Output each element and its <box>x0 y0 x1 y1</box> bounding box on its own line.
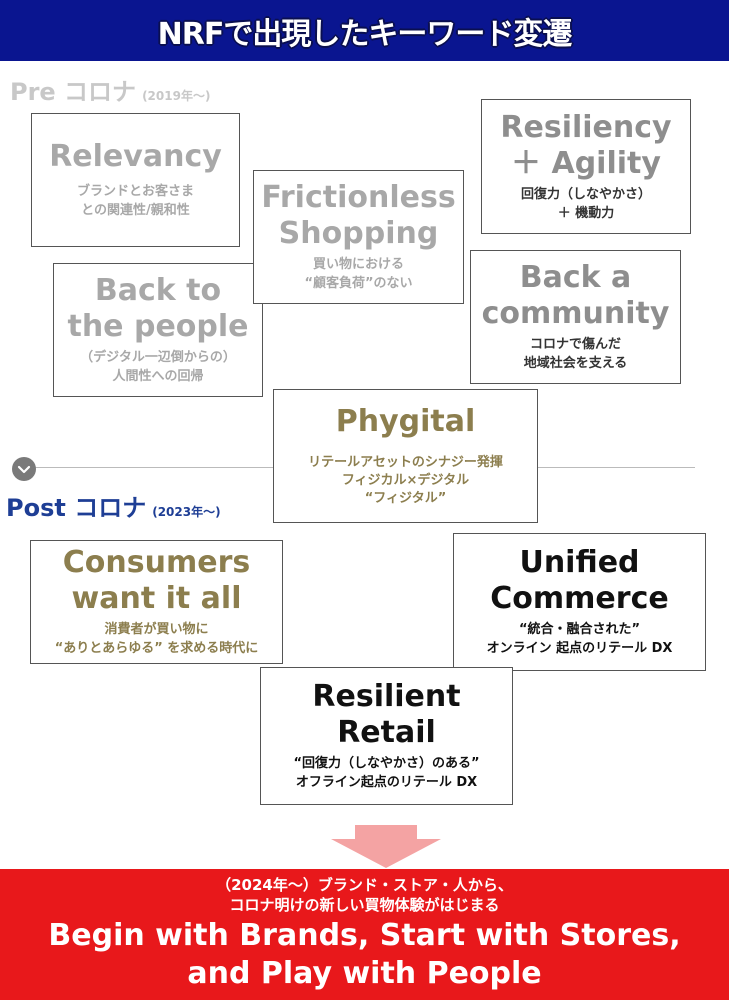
keyword-title-line: Consumers <box>62 545 251 581</box>
keyword-description-line: オフライン起点のリテール DX <box>295 775 478 790</box>
keyword-description-line: 人間性への回帰 <box>112 369 204 384</box>
keyword-description: 消費者が買い物に “ありとあらゆる” を求める時代に <box>55 621 259 659</box>
keyword-description-line: ＋ 機動力 <box>557 205 615 221</box>
conclusion-banner: （2024年～）ブランド・ストア・人から、 コロナ明けの新しい買物体験がはじまる… <box>0 869 729 1000</box>
era-label-pre: Pre コロナ (2019年～) <box>10 72 210 107</box>
keyword-box-unified-commerce: Unified Commerce “統合・融合された” オンライン 起点のリテー… <box>453 533 706 671</box>
keyword-description-line: オンライン 起点のリテール DX <box>486 641 673 656</box>
keyword-title: Frictionless Shopping <box>261 180 455 252</box>
keyword-title: Back to the people <box>67 273 248 345</box>
conclusion-subtitle-line: コロナ明けの新しい買物体験がはじまる <box>229 896 500 914</box>
keyword-title-line: Commerce <box>490 581 669 617</box>
era-pre-period: (2019年～) <box>142 89 211 103</box>
keyword-box-consumers-want-it-all: Consumers want it all 消費者が買い物に “ありとあらゆる”… <box>30 540 283 664</box>
keyword-description-line: “回復力（しなやかさ）のある” <box>293 756 480 772</box>
keyword-title-line: Unified <box>519 545 640 581</box>
conclusion-headline-line: and Play with People <box>187 956 542 991</box>
header-banner: NRFで出現したキーワード変遷 <box>0 0 729 61</box>
keyword-box-resiliency-agility: Resiliency ＋ Agility 回復力（しなやかさ） ＋ 機動力 <box>481 99 691 234</box>
keyword-title-line: Frictionless <box>261 180 456 216</box>
keyword-description: コロナで傷んだ 地域社会を支える <box>524 336 628 374</box>
keyword-title: Back a community <box>482 260 670 332</box>
keyword-title-line: Resilient <box>312 679 461 715</box>
keyword-title-line: Back to <box>94 273 222 309</box>
keyword-description: （デジタル一辺倒からの） 人間性への回帰 <box>80 349 236 387</box>
keyword-title-line: Back a <box>519 260 632 296</box>
keyword-description-line: 買い物における <box>312 257 404 273</box>
keyword-description: 回復力（しなやかさ） ＋ 機動力 <box>521 186 651 224</box>
keyword-description-line: “フィジタル” <box>364 491 447 507</box>
keyword-title: Resilient Retail <box>312 679 460 751</box>
keyword-title: Consumers want it all <box>63 545 250 617</box>
keyword-description: ブランドとお客さま との関連性/親和性 <box>77 183 194 221</box>
conclusion-subtitle-line: （2024年～）ブランド・ストア・人から、 <box>216 876 513 894</box>
keyword-box-back-a-community: Back a community コロナで傷んだ 地域社会を支える <box>470 250 681 384</box>
keyword-description-line: ブランドとお客さま <box>76 184 194 200</box>
keyword-box-back-to-the-people: Back to the people （デジタル一辺倒からの） 人間性への回帰 <box>53 263 263 397</box>
keyword-box-phygital: Phygital リテールアセットのシナジー発揮 フィジカル×デジタル “フィジ… <box>273 389 538 523</box>
keyword-description-line: 回復力（しなやかさ） <box>520 186 651 202</box>
era-label-post: Post コロナ (2023年～) <box>6 488 221 523</box>
keyword-description: 買い物における “顧客負荷”のない <box>304 256 412 294</box>
keyword-title: Unified Commerce <box>490 545 668 617</box>
keyword-title-line: Resiliency <box>500 109 672 145</box>
keyword-title-line: Retail <box>337 715 436 751</box>
era-pre-label: Pre コロナ <box>10 78 137 106</box>
page-title: NRFで出現したキーワード変遷 <box>157 16 573 52</box>
era-post-period: (2023年～) <box>152 505 221 519</box>
keyword-description: リテールアセットのシナジー発揮 フィジカル×デジタル “フィジタル” <box>308 454 503 509</box>
keyword-description-line: コロナで傷んだ <box>529 337 621 353</box>
keyword-description-line: “顧客負荷”のない <box>304 276 413 291</box>
keyword-title: Relevancy <box>49 139 222 175</box>
keyword-title-line: Shopping <box>278 216 439 252</box>
keyword-box-relevancy: Relevancy ブランドとお客さま との関連性/親和性 <box>31 113 240 247</box>
keyword-description-line: （デジタル一辺倒からの） <box>80 350 236 366</box>
keyword-box-resilient-retail: Resilient Retail “回復力（しなやかさ）のある” オフライン起点… <box>260 667 513 805</box>
keyword-title-line: the people <box>67 309 249 345</box>
keyword-box-frictionless-shopping: Frictionless Shopping 買い物における “顧客負荷”のない <box>253 170 464 304</box>
keyword-title-line: ＋ Agility <box>511 145 661 181</box>
keyword-description-line: “ありとあらゆる” を求める時代に <box>54 641 259 656</box>
keyword-description-line: “統合・融合された” <box>518 622 641 638</box>
keyword-title-line: want it all <box>71 581 242 617</box>
keyword-description-line: 地域社会を支える <box>523 356 628 371</box>
era-post-label: Post コロナ <box>6 494 147 522</box>
keyword-description-line: との関連性/親和性 <box>81 203 190 218</box>
keyword-description: “統合・融合された” オンライン 起点のリテール DX <box>487 621 673 659</box>
keyword-title-line: community <box>481 296 670 332</box>
down-arrow-icon <box>331 825 441 868</box>
keyword-description-line: 消費者が買い物に <box>104 622 209 638</box>
keyword-description: “回復力（しなやかさ）のある” オフライン起点のリテール DX <box>293 755 479 793</box>
keyword-description-line: リテールアセットのシナジー発揮 <box>308 454 503 470</box>
keyword-title: Resiliency ＋ Agility <box>500 110 671 182</box>
chevron-down-icon <box>12 457 36 481</box>
keyword-title: Phygital <box>335 403 476 439</box>
conclusion-headline-line: Begin with Brands, Start with Stores, <box>48 918 681 953</box>
keyword-description-line: フィジカル×デジタル <box>341 472 470 488</box>
